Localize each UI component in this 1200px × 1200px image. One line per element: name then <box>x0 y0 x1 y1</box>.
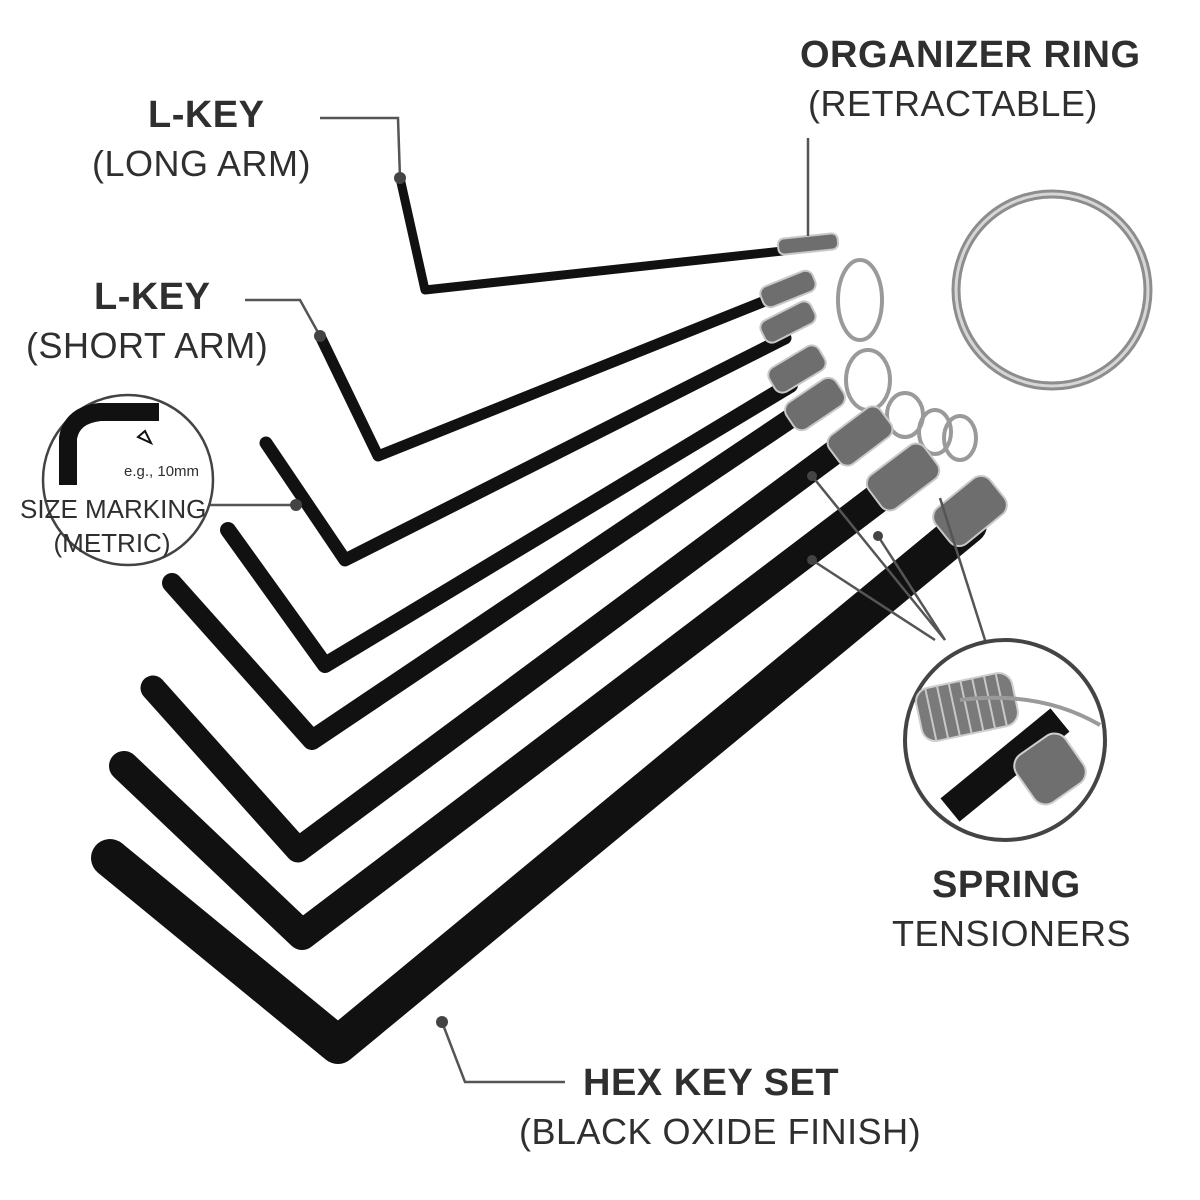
hex-set-title: HEX KEY SET <box>583 1062 840 1104</box>
inset-hex-bar <box>940 708 1070 822</box>
leader-lines <box>208 116 987 1084</box>
organizer-ring <box>951 189 1153 391</box>
leader-spring-4 <box>938 497 987 641</box>
short-arm-title: L-KEY <box>94 276 211 318</box>
spring-subtitle: TENSIONERS <box>892 913 1132 954</box>
inset-ring-wire <box>959 695 1102 727</box>
hex-set-subtitle: (BLACK OXIDE FINISH) <box>519 1111 922 1152</box>
spring-title: SPRING <box>932 864 1081 906</box>
hex-keys <box>91 173 987 1064</box>
long-arm-subtitle: (LONG ARM) <box>92 143 312 184</box>
hex-key-5 <box>162 402 810 750</box>
spring-coils <box>759 232 1008 548</box>
hex-key-7 <box>109 470 910 950</box>
size-marking-title: SIZE MARKING <box>20 494 207 524</box>
size-marking-inset <box>41 393 215 567</box>
hex-key-4 <box>220 377 798 673</box>
size-marking-subtitle: (METRIC) <box>53 528 171 558</box>
hex-key-1 <box>395 173 815 295</box>
long-arm-title: L-KEY <box>148 94 265 136</box>
size-mark-icon <box>136 429 154 446</box>
spring-inset <box>903 638 1107 842</box>
inset-hex-key-icon <box>59 403 159 485</box>
short-arm-subtitle: (SHORT ARM) <box>26 325 269 366</box>
hex-key-6 <box>140 435 853 863</box>
hex-key-8 <box>91 506 987 1064</box>
organizer-ring-title: ORGANIZER RING <box>800 34 1141 76</box>
leader-spring-3 <box>811 558 936 642</box>
leader-dots <box>290 172 883 1028</box>
size-marking-example: e.g., 10mm <box>124 463 200 480</box>
leader-long-arm <box>320 116 402 179</box>
hex-key-3 <box>259 331 792 567</box>
leader-hex-set <box>440 1021 565 1084</box>
leader-spring-1 <box>811 475 946 641</box>
inset-spring-small <box>1013 732 1087 806</box>
leader-short-arm <box>245 298 322 337</box>
leader-spring-2 <box>876 535 947 641</box>
organizer-ring-subtitle: (RETRACTABLE) <box>808 83 1098 124</box>
hex-key-2 <box>314 289 786 462</box>
